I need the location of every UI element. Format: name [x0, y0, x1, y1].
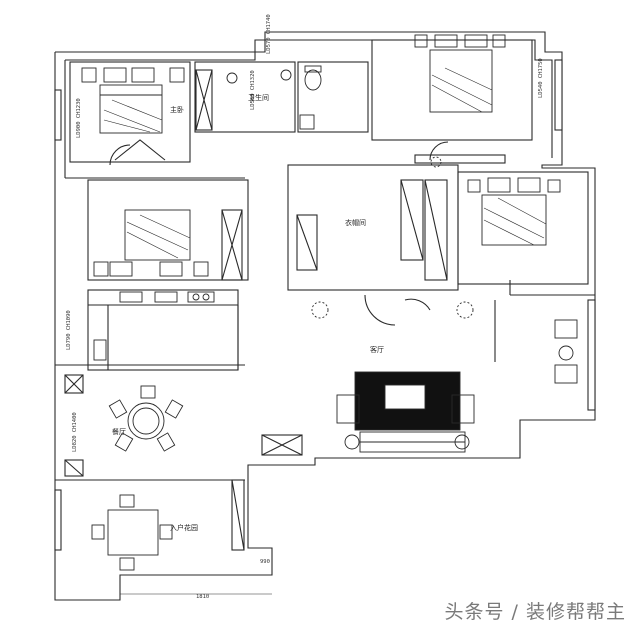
- bathroom-1: [194, 61, 296, 133]
- dim-master-bed: LD900 CH1230: [76, 98, 82, 138]
- bathroom-2: [297, 61, 369, 133]
- bedroom-east: [457, 171, 589, 285]
- bed-master: [99, 67, 163, 134]
- outer-wall: [54, 31, 596, 601]
- sofa-set: [336, 371, 475, 453]
- label-bath: 卫生间: [248, 93, 269, 102]
- label-dining: 餐厅: [112, 427, 126, 436]
- dim-kitchen: LD790 CH1090: [66, 310, 72, 350]
- dim-bath-top: LD570 CH1740: [266, 14, 272, 54]
- label-living: 客厅: [370, 345, 384, 354]
- dim-bottom-width: 1810: [196, 594, 209, 600]
- bed-east: [481, 177, 547, 246]
- dim-dining: LD820 CH1400: [72, 412, 78, 452]
- watermark: 头条号 / 装修帮帮主: [444, 601, 626, 623]
- bedroom-west: [87, 179, 249, 281]
- cloakroom: [287, 164, 459, 291]
- bed-west: [109, 209, 191, 277]
- label-entrance: 入户花园: [170, 523, 198, 532]
- bedroom-ne: [371, 39, 533, 141]
- dim-bottom-opening: 990: [260, 559, 270, 565]
- inner-wall-top: [65, 39, 553, 158]
- label-master-bed: 主卧: [170, 105, 184, 114]
- dim-bedroom-ne: LD540 CH1750: [538, 58, 544, 98]
- bed-ne: [429, 34, 493, 113]
- master-bedroom: [69, 61, 191, 163]
- square-dining-table: [107, 509, 159, 556]
- dim-bath-inner: LD560 CH1320: [250, 70, 256, 110]
- label-cloakroom: 衣帽间: [345, 218, 366, 227]
